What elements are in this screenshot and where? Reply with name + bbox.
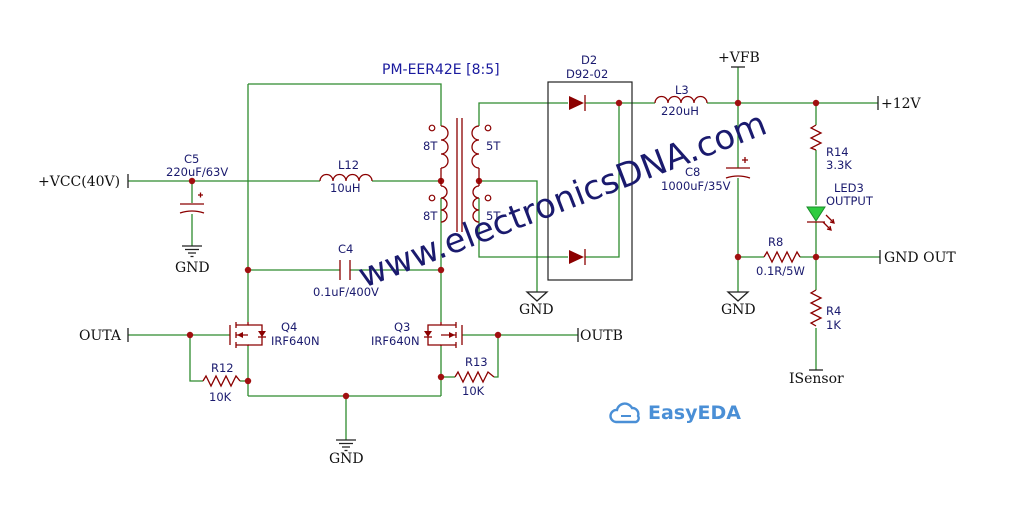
q4-ref: Q4 — [281, 320, 297, 334]
r12-value: 10K — [209, 390, 232, 404]
l12-ref: L12 — [338, 158, 359, 172]
cloud-icon — [609, 402, 640, 424]
r8-value: 0.1R/5W — [756, 264, 805, 278]
ground-symbol-output — [726, 291, 750, 302]
inductor-l3: L3 220uH — [654, 83, 708, 118]
transformer-primary-turns-1: 8T — [423, 139, 438, 153]
capacitor-c8: C8 1000uF/35V — [661, 157, 751, 193]
net-label-vcc: +VCC(40V) — [38, 174, 120, 190]
r4-ref: R4 — [826, 304, 841, 318]
r13-value: 10K — [462, 384, 485, 398]
net-label-gnd-c5: GND — [175, 260, 210, 276]
c5-ref: C5 — [184, 152, 199, 166]
l3-ref: L3 — [675, 83, 689, 97]
r8-ref: R8 — [768, 235, 783, 249]
resistor-r14: R14 3.3K — [809, 124, 852, 172]
q4-value: IRF640N — [271, 334, 320, 348]
resistor-r8: R8 0.1R/5W — [756, 235, 805, 278]
capacitor-c4: C4 0.1uF/400V — [313, 242, 379, 299]
c8-value: 1000uF/35V — [661, 179, 731, 193]
net-label-isensor: ISensor — [789, 371, 844, 387]
net-label-outa: OUTA — [79, 328, 122, 344]
led-led3: LED3 OUTPUT — [806, 181, 874, 231]
mosfet-q4: Q4 IRF640N — [229, 320, 320, 348]
r13-ref: R13 — [465, 355, 488, 369]
resistor-r4: R4 1K — [809, 289, 841, 332]
diode-d2: D2 D92-02 — [547, 53, 633, 281]
resistor-r13: R13 10K — [454, 355, 495, 398]
led3-ref: LED3 — [834, 181, 864, 195]
r14-value: 3.3K — [826, 158, 852, 172]
ground-symbol-secondary — [525, 291, 549, 302]
net-label-gnd-secondary: GND — [519, 302, 554, 318]
transformer-title: PM-EER42E [8:5] — [382, 62, 500, 78]
net-label-gnd-bottom: GND — [329, 451, 364, 467]
c4-value: 0.1uF/400V — [313, 285, 379, 299]
ground-symbol-c5 — [182, 245, 202, 258]
d2-value: D92-02 — [566, 67, 608, 81]
resistor-r12: R12 10K — [202, 361, 241, 404]
net-label-12v: +12V — [881, 96, 922, 112]
transformer-primary-turns-2: 8T — [423, 209, 438, 223]
d2-ref: D2 — [581, 53, 597, 67]
inductor-l12: L12 10uH — [319, 158, 373, 195]
c5-value: 220uF/63V — [166, 165, 228, 179]
q3-ref: Q3 — [394, 320, 410, 334]
watermark-text: www.electronicsDNA.com — [353, 104, 772, 297]
r12-ref: R12 — [211, 361, 234, 375]
net-label-outb: OUTB — [580, 328, 623, 344]
easyeda-logo: EasyEDA — [609, 402, 741, 424]
ground-symbol-bottom — [336, 439, 356, 452]
l3-value: 220uH — [661, 104, 699, 118]
net-label-vfb: +VFB — [718, 50, 760, 66]
transformer-pm-eer42e: PM-EER42E [8:5] 8T 8T 5T 5T — [382, 62, 501, 232]
transformer-secondary-turns-1: 5T — [486, 139, 501, 153]
r4-value: 1K — [826, 318, 841, 332]
r14-ref: R14 — [826, 145, 849, 159]
c4-ref: C4 — [338, 242, 353, 256]
net-label-gnd-output: GND — [721, 302, 756, 318]
transformer-secondary-turns-2: 5T — [486, 209, 501, 223]
c8-ref: C8 — [685, 165, 700, 179]
l12-value: 10uH — [330, 181, 361, 195]
net-label-gnd-out: GND OUT — [884, 250, 956, 266]
q3-value: IRF640N — [371, 334, 420, 348]
mosfet-q3: Q3 IRF640N — [371, 320, 463, 348]
led3-value: OUTPUT — [826, 194, 874, 208]
capacitor-c5: C5 220uF/63V — [166, 152, 228, 214]
net-flags — [127, 66, 881, 371]
easyeda-brand-text: EasyEDA — [648, 402, 741, 424]
